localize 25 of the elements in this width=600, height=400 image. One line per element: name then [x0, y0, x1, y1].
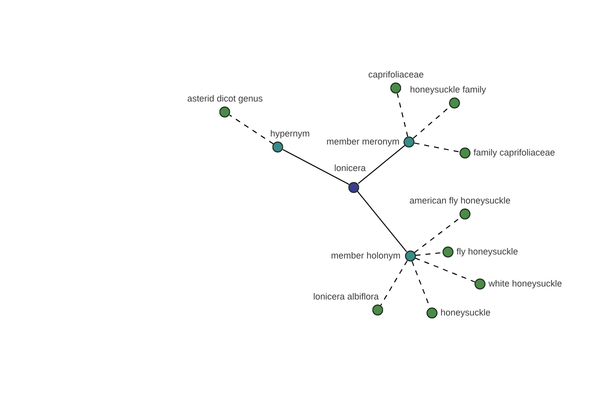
connector-line — [411, 260, 431, 308]
connector-line — [414, 252, 444, 256]
connector-line — [282, 149, 350, 185]
node-label: member meronym — [326, 136, 400, 148]
connector-line — [358, 144, 406, 184]
connector-line — [396, 92, 408, 138]
connector-line — [414, 216, 462, 254]
connector-line — [229, 114, 274, 144]
node-label: white honeysuckle — [488, 278, 562, 290]
node-label: honeysuckle — [440, 308, 491, 318]
node-label: member holonym — [330, 250, 400, 262]
node-label: honeysuckle family — [410, 84, 486, 96]
connector-line — [414, 258, 476, 282]
node-label: hypernym — [270, 128, 310, 140]
node-label: fly honeysuckle — [456, 246, 518, 258]
node-label: caprifoliaceae — [368, 70, 424, 80]
node-label: american fly honeysuckle — [409, 196, 511, 206]
connector-line — [356, 190, 408, 252]
node-label: lonicera albiflora — [313, 292, 379, 302]
node-label: asterid dicot genus — [187, 94, 263, 104]
connector-line — [414, 142, 460, 152]
connector-line — [380, 260, 408, 306]
connector-line — [412, 106, 450, 139]
node-label: family caprifoliaceae — [474, 148, 556, 158]
node-label: lonicera — [334, 163, 366, 174]
